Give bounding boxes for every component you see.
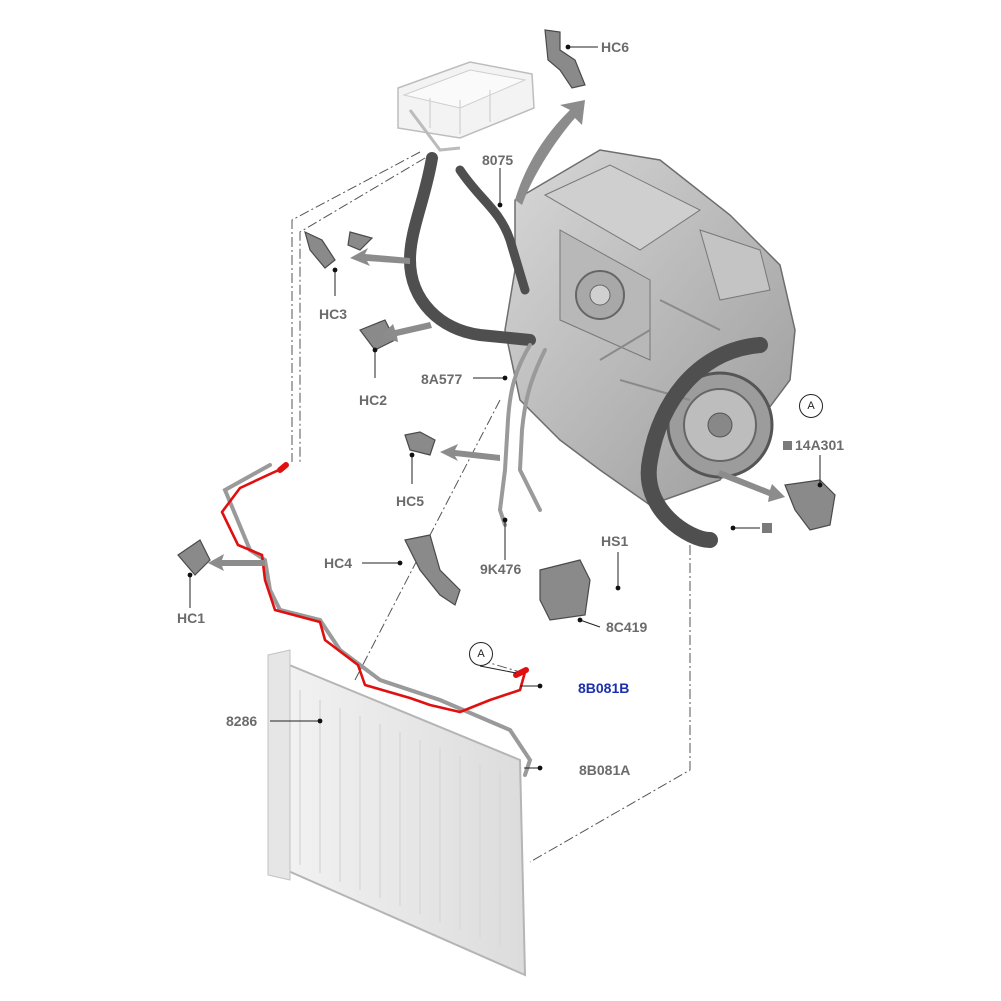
- label-8a577: 8A577: [421, 371, 463, 387]
- coolant-expansion-tank: [397, 61, 535, 152]
- motion-arrows: [208, 100, 785, 571]
- label-hs1: HS1: [601, 533, 629, 549]
- label-8075: 8075: [482, 152, 514, 168]
- label-8b081b: 8B081B: [578, 680, 630, 696]
- clamp-14a301: [784, 479, 836, 531]
- label-hc4: HC4: [324, 555, 353, 571]
- clamp-hc3: [304, 230, 374, 269]
- label-hc5: HC5: [396, 493, 425, 509]
- engine: [504, 149, 796, 506]
- label-hc2: HC2: [359, 392, 388, 408]
- radiator: [267, 649, 527, 977]
- clamp-hc5: [404, 431, 436, 456]
- label-8c419: 8C419: [606, 619, 648, 635]
- clamp-hc6: [544, 29, 586, 89]
- label-8286: 8286: [226, 713, 258, 729]
- clamp-hc1: [177, 539, 211, 576]
- label-hc1: HC1: [177, 610, 206, 626]
- sensor-8c419: [539, 559, 591, 621]
- label-9k476: 9K476: [480, 561, 522, 577]
- clamps: [177, 29, 836, 621]
- label-8b081a: 8B081A: [579, 762, 631, 778]
- leader-dots: [187, 44, 823, 771]
- label-hc3: HC3: [319, 306, 348, 322]
- reference-square-mark: [762, 523, 772, 533]
- label-hc6: HC6: [601, 39, 630, 55]
- leader-lines: [189, 46, 821, 769]
- label-14a301: 14A301: [783, 437, 844, 453]
- callout-a-engine: A: [799, 394, 823, 418]
- highlighted-pipe-8b081b: [220, 462, 529, 714]
- callout-a-pipe: A: [469, 642, 493, 666]
- clamp-hc4: [404, 534, 461, 606]
